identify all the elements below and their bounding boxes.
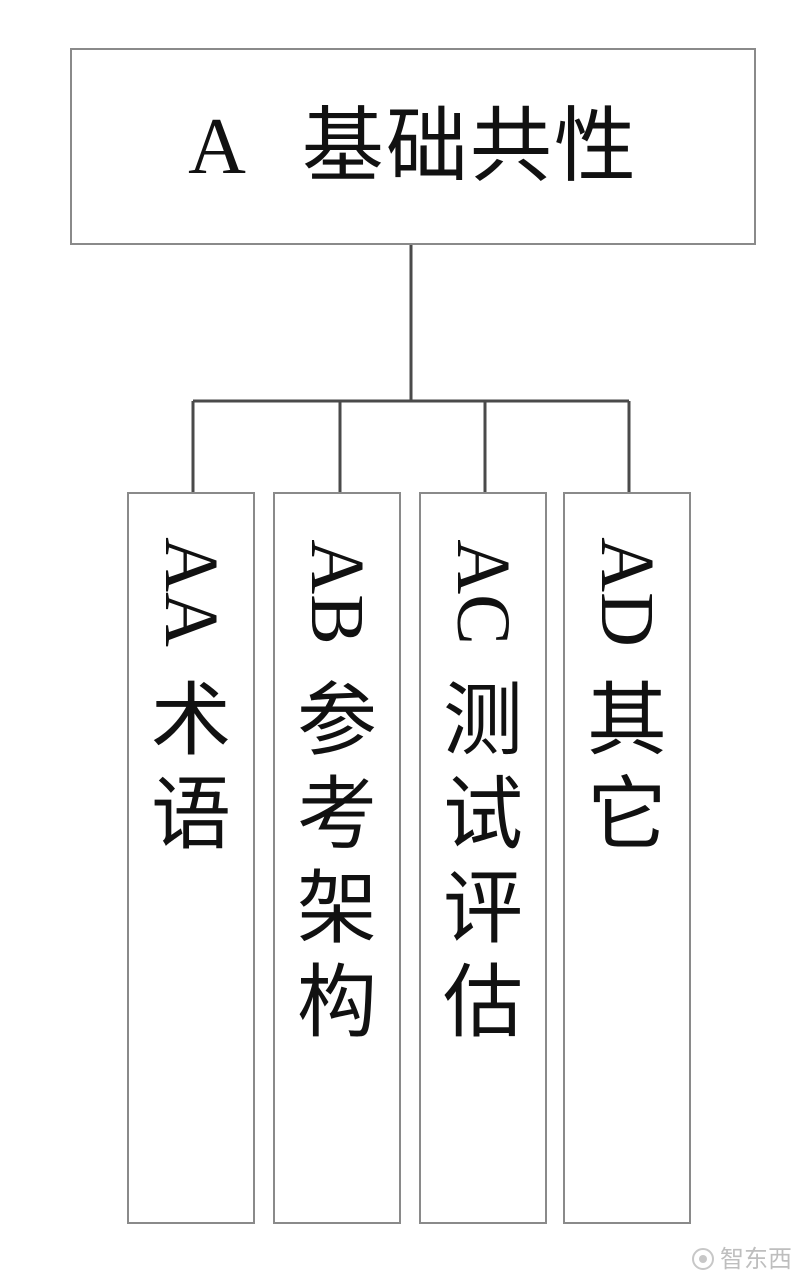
watermark-text: 智东西 — [720, 1245, 792, 1273]
child-node-title: 术语 — [151, 674, 231, 861]
child-node-title: 测试评估 — [443, 674, 523, 1049]
child-node-code: AA — [149, 537, 233, 647]
child-node-title: 其它 — [587, 674, 667, 861]
child-node-code: AD — [585, 537, 669, 647]
child-node-ad: AD 其它 — [563, 492, 691, 1224]
child-node-code: AC — [440, 539, 525, 645]
root-node-title: 基础共性 — [301, 98, 638, 194]
watermark: 智东西 — [692, 1247, 792, 1271]
root-node-code: A — [188, 102, 246, 191]
child-node-aa: AA 术语 — [127, 492, 255, 1224]
child-node-ac: AC 测试评估 — [419, 492, 547, 1224]
child-node-code: AB — [294, 539, 379, 645]
child-node-ab: AB 参考架构 — [273, 492, 401, 1224]
child-node-title: 参考架构 — [297, 674, 377, 1049]
watermark-logo-icon — [692, 1248, 714, 1270]
root-node: A 基础共性 — [70, 48, 756, 245]
